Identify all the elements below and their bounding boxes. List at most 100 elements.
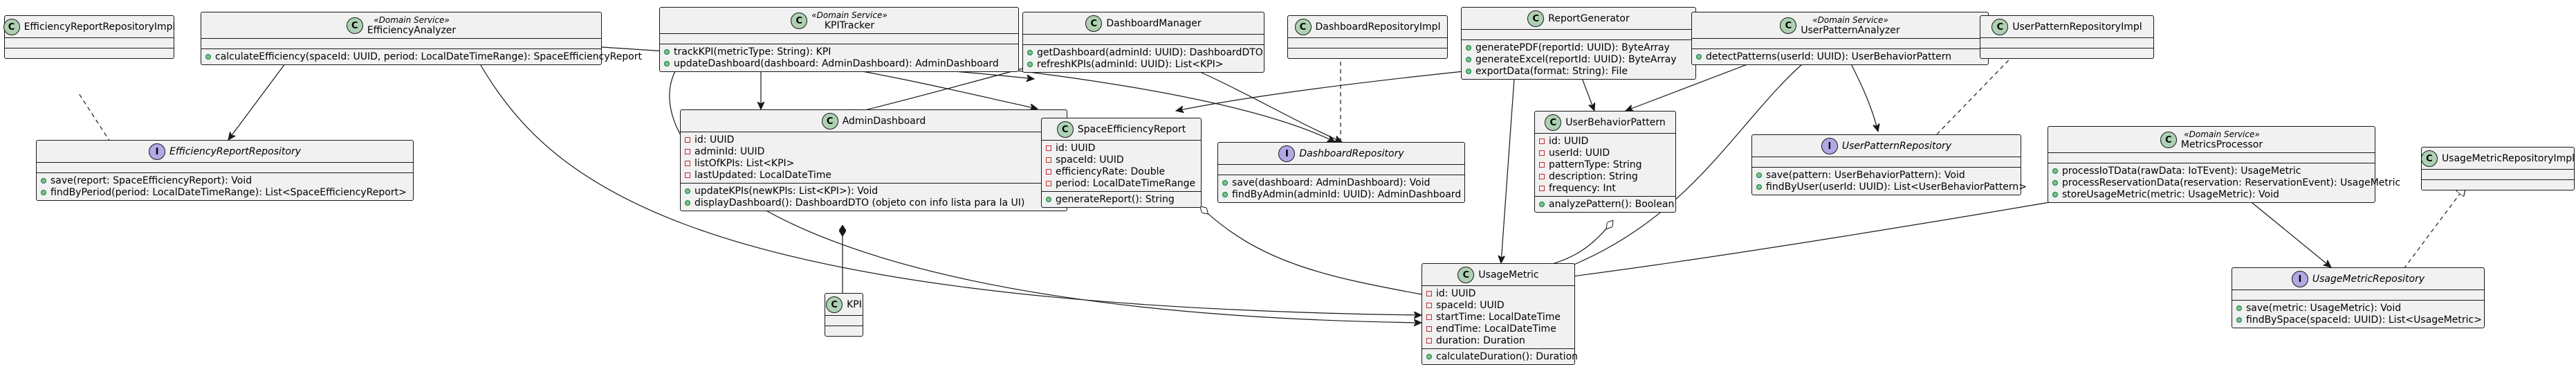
field: startTime: LocalDateTime [1436,311,1561,323]
class-name: UserPatternAnalyzer [1801,25,1900,36]
method: findByUser(userId: UUID): List<UserBehav… [1766,181,2027,193]
edge-efficiency-impl-realization [77,91,115,149]
method: calculateDuration(): Duration [1436,350,1579,362]
stereotype: «Domain Service» [374,15,450,25]
public-visibility-icon [664,48,670,55]
interface-efficiency-report-repository[interactable]: I EfficiencyReportRepository save(report:… [36,140,414,201]
method: generatePDF(reportId: UUID): ByteArray [1475,42,1670,53]
class-icon: C [791,12,808,29]
public-visibility-icon [1222,191,1228,197]
interface-icon: I [1821,138,1838,154]
class-efficiency-analyzer[interactable]: C«Domain Service»EfficiencyAnalyzer calc… [201,12,642,65]
field: frequency: Int [1549,182,1616,194]
class-name: KPITracker [824,20,875,31]
public-visibility-icon [1222,179,1228,186]
method: save(report: SpaceEfficiencyReport): Voi… [50,175,252,186]
private-visibility-icon [1426,326,1432,332]
class-name: UsageMetric [1478,269,1539,281]
method: generateReport(): String [1056,193,1175,205]
method: getDashboard(adminId: UUID): DashboardDT… [1037,46,1263,58]
class-metrics-processor[interactable]: C«Domain Service»MetricsProcessor proces… [2048,126,2400,203]
edge-reportgen-to-report [1176,69,1484,111]
class-name: UsageMetricRepositoryImpl [2441,152,2575,164]
private-visibility-icon [1046,145,1051,151]
public-visibility-icon [1466,56,1471,62]
field: spaceId: UUID [1436,299,1505,311]
class-icon: C [1085,15,1103,32]
class-kpitracker[interactable]: C«Domain Service»KPITracker trackKPI(met… [659,7,1019,72]
public-visibility-icon [1756,172,1762,178]
interface-icon: I [1278,145,1296,162]
public-visibility-icon [685,188,690,194]
public-visibility-icon [685,199,690,206]
private-visibility-icon [1539,138,1545,144]
private-visibility-icon [1539,185,1545,191]
edge-userbehavior-aggregation-usage [1542,220,1613,267]
field: endTime: LocalDateTime [1436,323,1556,335]
field: id: UUID [1436,287,1476,299]
class-icon: C [1056,121,1074,138]
method: updateKPIs(newKPIs: List<KPI>): Void [694,185,878,197]
private-visibility-icon [685,172,690,178]
private-visibility-icon [1539,173,1545,179]
edge-useranalyzer-to-userrepo [1846,55,1878,132]
class-name: UserPatternRepositoryImpl [2012,21,2142,33]
edge-userrepo-impl-realization [1936,45,2023,135]
public-visibility-icon [1466,68,1471,74]
method: save(metric: UsageMetric): Void [2246,302,2402,314]
field: duration: Duration [1436,335,1525,346]
class-icon: C [2420,150,2438,167]
class-name: MetricsProcessor [2180,139,2263,150]
private-visibility-icon [1046,157,1051,163]
edge-metricsproc-to-usagerepo [2244,196,2331,267]
class-name: UserBehaviorPattern [1565,116,1666,128]
method: findBySpace(spaceId: UUID): List<UsageMe… [2246,314,2482,326]
field: id: UUID [694,134,735,145]
class-user-pattern-analyzer[interactable]: C«Domain Service»UserPatternAnalyzer det… [1691,12,1989,65]
public-visibility-icon [1027,61,1033,67]
public-visibility-icon [2052,168,2058,174]
public-visibility-icon [2052,179,2058,186]
field: description: String [1549,170,1638,182]
interface-icon: I [148,143,165,160]
interface-name: EfficiencyReportRepository [169,145,301,157]
stereotype: «Domain Service» [811,10,887,20]
private-visibility-icon [1539,150,1545,156]
class-name: EfficiencyReportRepositoryImpl [24,21,176,33]
method: trackKPI(metricType: String): KPI [674,46,831,57]
class-icon: C [1780,17,1797,34]
private-visibility-icon [1426,290,1432,296]
class-icon: C [1294,19,1312,35]
public-visibility-icon [1539,201,1545,207]
field: adminId: UUID [694,145,765,157]
method: updateDashboard(dashboard: AdminDashboar… [674,57,999,69]
field: listOfKPIs: List<KPI> [694,157,795,169]
method: save(pattern: UserBehaviorPattern): Void [1766,169,1965,181]
method: calculateEfficiency(spaceId: UUID, perio… [215,51,643,62]
class-name: KPI [847,299,862,310]
class-icon: C [1545,114,1562,131]
class-icon: C [2160,132,2177,148]
method: storeUsageMetric(metric: UsageMetric): V… [2062,188,2279,200]
public-visibility-icon [41,177,46,184]
field: period: LocalDateTimeRange [1056,177,1196,189]
method: analyzePattern(): Boolean [1549,198,1675,210]
private-visibility-icon [1539,161,1545,168]
public-visibility-icon [1426,353,1432,359]
public-visibility-icon [1756,184,1762,190]
interface-name: DashboardRepository [1299,148,1404,159]
